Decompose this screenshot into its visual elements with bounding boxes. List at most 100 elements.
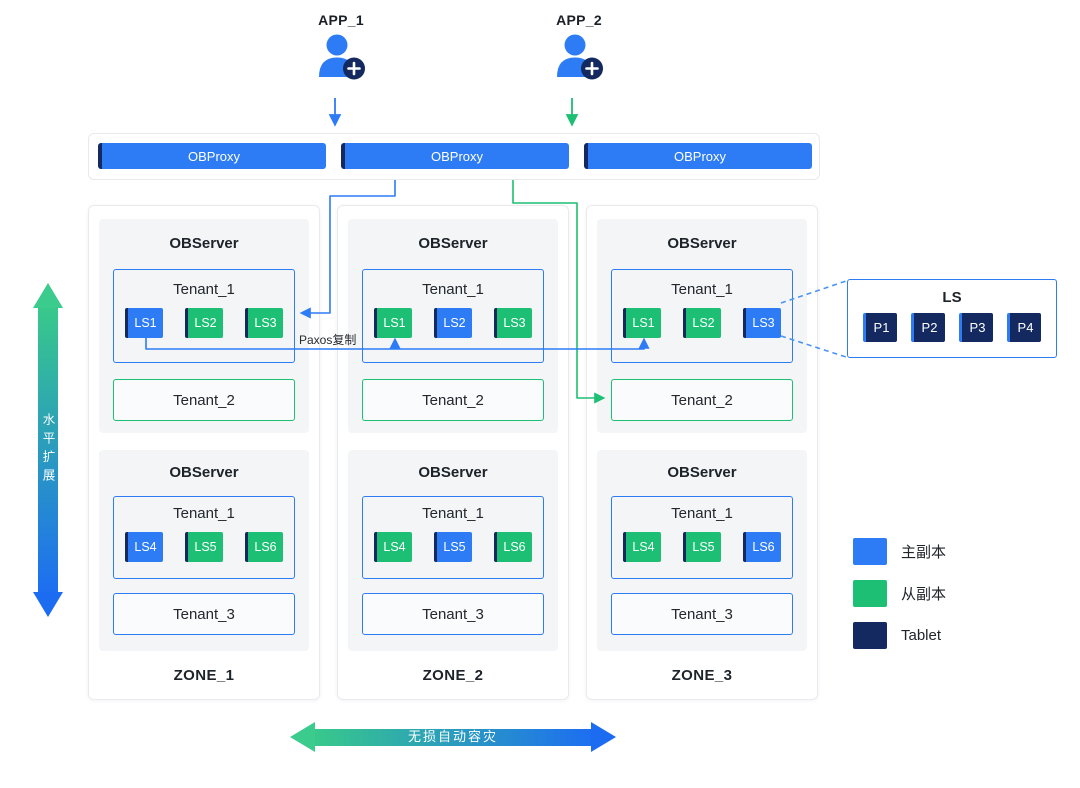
tenant-1-box: Tenant_1 LS4 LS5 LS6 [611, 496, 793, 579]
horizontal-scaling-label: 水平扩展 [40, 413, 55, 487]
obproxy-node: OBProxy [341, 143, 569, 169]
ls-unit: LS5 [683, 532, 721, 562]
zone-3: OBServer Tenant_1 LS1 LS2 LS3 Tenant_2 O… [586, 205, 818, 700]
obproxy-node: OBProxy [98, 143, 326, 169]
arrow-head-right-icon [591, 722, 616, 752]
follower-replica-swatch [853, 580, 887, 607]
tenant-1-box: Tenant_1 LS1 LS2 LS3 [113, 269, 295, 363]
ls-unit: LS1 [125, 308, 163, 338]
observer-box: OBServer Tenant_1 LS1 LS2 LS3 Tenant_2 [597, 219, 807, 433]
ls-unit: LS5 [185, 532, 223, 562]
tenant-1-box: Tenant_1 LS1 LS2 LS3 [362, 269, 544, 363]
observer-box: OBServer Tenant_1 LS4 LS5 LS6 Tenant_3 [597, 450, 807, 651]
tenant-1-box: Tenant_1 LS4 LS5 LS6 [113, 496, 295, 579]
ls-detail-title: LS [942, 289, 962, 306]
app-2: APP_2 [536, 12, 622, 86]
tenant-3-box: Tenant_3 [113, 593, 295, 635]
legend-label: 从副本 [901, 586, 947, 603]
observer-title: OBServer [418, 235, 488, 252]
legend-row: Tablet [853, 622, 946, 649]
tenant-label: Tenant_1 [422, 505, 484, 522]
tenant-2-box: Tenant_2 [362, 379, 544, 421]
tenant-1-box: Tenant_1 LS1 LS2 LS3 [611, 269, 793, 363]
observer-box: OBServer Tenant_1 LS1 LS2 LS3 Tenant_2 [99, 219, 309, 433]
ls-unit: LS6 [245, 532, 283, 562]
user-plus-icon [316, 34, 366, 86]
ls-unit: LS1 [623, 308, 661, 338]
legend: 主副本 从副本 Tablet [853, 538, 946, 664]
ls-detail-box: LS P1 P2 P3 P4 [847, 279, 1057, 358]
tablet-row: P1 P2 P3 P4 [848, 313, 1056, 342]
tenant-3-box: Tenant_3 [362, 593, 544, 635]
zone-name: ZONE_1 [173, 667, 235, 684]
ls-row: LS4 LS5 LS6 [612, 532, 792, 562]
tenant-2-box: Tenant_2 [113, 379, 295, 421]
ls-unit: LS3 [494, 308, 532, 338]
zone-1: OBServer Tenant_1 LS1 LS2 LS3 Tenant_2 O… [88, 205, 320, 700]
observer-box: OBServer Tenant_1 LS4 LS5 LS6 Tenant_3 [348, 450, 558, 651]
ls-row: LS4 LS5 LS6 [363, 532, 543, 562]
ls-row: LS4 LS5 LS6 [114, 532, 294, 562]
observer-title: OBServer [169, 235, 239, 252]
ls-unit: LS6 [743, 532, 781, 562]
disaster-recovery-arrow: 无损自动容灾 [290, 722, 616, 753]
legend-label: 主副本 [901, 544, 947, 561]
observer-title: OBServer [667, 235, 737, 252]
legend-row: 主副本 [853, 538, 946, 565]
arrow-head-left-icon [290, 722, 315, 752]
tenant-2-box: Tenant_2 [611, 379, 793, 421]
obproxy-cluster: OBProxy OBProxy OBProxy [88, 133, 820, 180]
tenant-label: Tenant_1 [173, 505, 235, 522]
observer-title: OBServer [169, 464, 239, 481]
tenant-label: Tenant_1 [671, 505, 733, 522]
legend-label: Tablet [901, 627, 942, 644]
observer-title: OBServer [667, 464, 737, 481]
ls-row: LS1 LS2 LS3 [363, 308, 543, 338]
ls-unit: LS2 [434, 308, 472, 338]
user-plus-icon [554, 34, 604, 86]
ls-unit: LS6 [494, 532, 532, 562]
zone-2: OBServer Tenant_1 LS1 LS2 LS3 Tenant_2 O… [337, 205, 569, 700]
arrow-shaft [313, 729, 593, 746]
ls-row: LS1 LS2 LS3 [114, 308, 294, 338]
obproxy-label: OBProxy [430, 148, 483, 164]
ls-unit: LS2 [683, 308, 721, 338]
primary-replica-swatch [853, 538, 887, 565]
ls-unit: LS3 [245, 308, 283, 338]
tablet-unit: P4 [1007, 313, 1041, 342]
ls-unit: LS4 [623, 532, 661, 562]
ls-unit: LS4 [374, 532, 412, 562]
zone-name: ZONE_2 [422, 667, 484, 684]
tenant-label: Tenant_1 [671, 281, 733, 298]
tablet-unit: P2 [911, 313, 945, 342]
tablet-swatch [853, 622, 887, 649]
ls-unit: LS5 [434, 532, 472, 562]
observer-box: OBServer Tenant_1 LS4 LS5 LS6 Tenant_3 [99, 450, 309, 651]
tenant-3-box: Tenant_3 [611, 593, 793, 635]
tablet-unit: P1 [863, 313, 897, 342]
arrow-head-down-icon [33, 592, 63, 617]
app-1-label: APP_1 [318, 12, 364, 28]
ls-row: LS1 LS2 LS3 [612, 308, 792, 338]
ls-unit: LS1 [374, 308, 412, 338]
tenant-label: Tenant_1 [422, 281, 484, 298]
ls-unit: LS3 [743, 308, 781, 338]
zone-name: ZONE_3 [671, 667, 733, 684]
app-2-label: APP_2 [556, 12, 602, 28]
obproxy-label: OBProxy [673, 148, 726, 164]
tenant-1-box: Tenant_1 LS4 LS5 LS6 [362, 496, 544, 579]
arrow-shaft [38, 306, 58, 594]
disaster-recovery-label: 无损自动容灾 [407, 729, 498, 744]
tablet-unit: P3 [959, 313, 993, 342]
ls-unit: LS4 [125, 532, 163, 562]
horizontal-scaling-arrow: 水平扩展 [33, 283, 63, 617]
obproxy-label: OBProxy [187, 148, 240, 164]
observer-box: OBServer Tenant_1 LS1 LS2 LS3 Tenant_2 [348, 219, 558, 433]
ls-unit: LS2 [185, 308, 223, 338]
tenant-label: Tenant_1 [173, 281, 235, 298]
app-1: APP_1 [298, 12, 384, 86]
obproxy-node: OBProxy [584, 143, 812, 169]
arrow-head-up-icon [33, 283, 63, 308]
observer-title: OBServer [418, 464, 488, 481]
